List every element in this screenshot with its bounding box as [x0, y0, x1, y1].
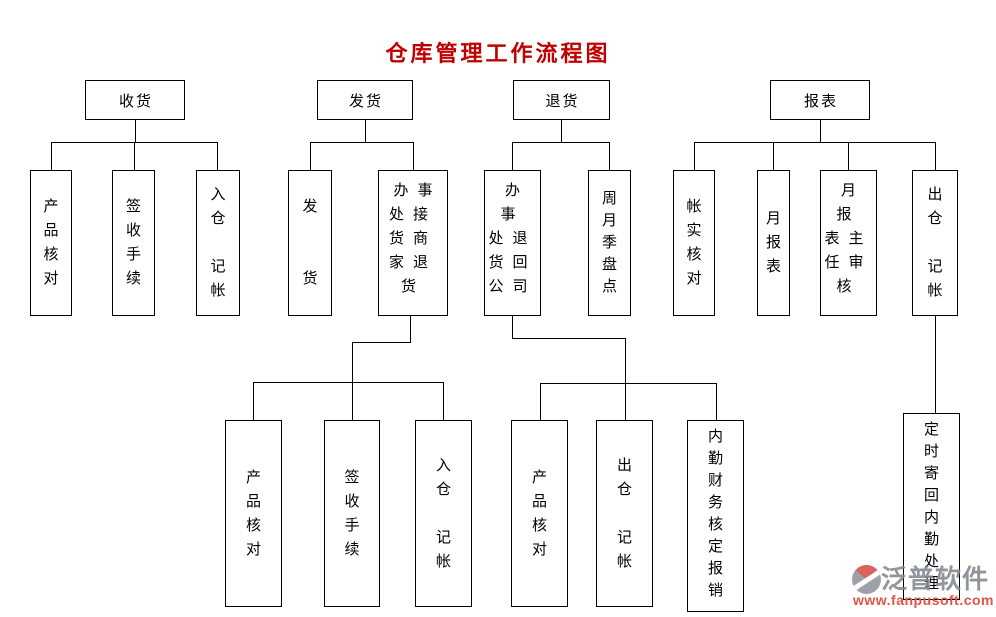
node-l3-chanpin-hedui-1: 产 品 核 对	[225, 420, 282, 607]
node-l2-rucang-jizhang-label: 入 仓 记 帐	[210, 187, 226, 299]
node-baobiao: 报表	[770, 80, 870, 120]
node-tuihuo-label: 退货	[545, 93, 580, 110]
node-l2-yuebaobiao-shenhe: 月报 表主 任审 核	[820, 170, 877, 316]
node-shouhuo: 收货	[85, 80, 185, 120]
connector-line	[935, 316, 936, 413]
watermark: 泛普软件 www.fanpusoft.com	[852, 565, 994, 615]
connector-line	[935, 142, 936, 170]
connector-line	[310, 142, 414, 143]
connector-line	[413, 142, 414, 170]
node-l3-rucang-jizhang-label: 入 仓 记 帐	[435, 457, 451, 570]
connector-line	[310, 142, 311, 170]
node-l2-fa-huo-label: 发 货	[302, 199, 318, 287]
connector-line	[443, 382, 444, 420]
fanpu-logo-icon	[852, 565, 881, 594]
node-l3-chanpin-hedui-1-label: 产 品 核 对	[245, 469, 261, 558]
node-l2-yuebaobiao-label: 月 报 表	[765, 211, 781, 275]
node-shouhuo-label: 收货	[118, 93, 153, 110]
connector-line	[352, 342, 353, 420]
node-l2-rucang-jizhang: 入 仓 记 帐	[196, 170, 240, 316]
node-l2-banshichu-tuihuo-label: 办事 处退 货回 公司	[488, 183, 537, 295]
connector-line	[135, 120, 136, 143]
node-l3-neiqin-caiwu-label: 内 勤 财 务 核 定 报 销	[707, 429, 723, 599]
node-l2-zhangshi-hedui-label: 帐 实 核 对	[686, 199, 702, 287]
node-l2-qianshou-shouxu-label: 签 收 手 续	[125, 199, 141, 287]
connector-line	[512, 316, 513, 339]
watermark-url: www.fanpusoft.com	[853, 592, 994, 608]
node-l3-dingshi-jihui-label: 定 时 寄 回 内 勤 处 理	[923, 422, 939, 592]
node-l2-qianshou-shouxu: 签 收 手 续	[112, 170, 155, 316]
node-l3-qianshou-shouxu: 签 收 手 续	[324, 420, 380, 607]
connector-line	[217, 142, 218, 170]
connector-line	[848, 142, 849, 170]
node-l2-fa-huo: 发 货	[288, 170, 332, 316]
node-l2-yuebaobiao-shenhe-label: 月报 表主 任审 核	[824, 183, 873, 295]
connector-line	[134, 142, 135, 170]
node-l3-chanpin-hedui-2: 产 品 核 对	[511, 420, 568, 607]
node-l2-banshichu-jiehuo: 办事 处接 货商 家退 货	[378, 170, 448, 316]
node-l3-qianshou-shouxu-label: 签 收 手 续	[344, 469, 360, 558]
node-l2-zhouyueji-pandian: 周 月 季 盘 点	[588, 170, 631, 316]
node-l2-zhangshi-hedui: 帐 实 核 对	[673, 170, 715, 316]
connector-line	[625, 338, 626, 420]
node-l2-zhouyueji-pandian-label: 周 月 季 盘 点	[601, 191, 617, 295]
connector-line	[253, 382, 254, 420]
node-l2-banshichu-jiehuo-label: 办事 处接 货商 家退 货	[388, 183, 442, 295]
connector-line	[352, 342, 411, 343]
connector-line	[820, 120, 821, 143]
node-l3-chucang-jizhang-label: 出 仓 记 帐	[616, 457, 632, 570]
node-l2-chanpin-hedui: 产 品 核 对	[30, 170, 72, 316]
node-l2-yuebaobiao: 月 报 表	[757, 170, 790, 316]
node-l2-chanpin-hedui-label: 产 品 核 对	[43, 199, 59, 287]
node-baobiao-label: 报表	[803, 93, 838, 110]
node-fahuo-label: 发货	[348, 93, 383, 110]
node-l3-chucang-jizhang: 出 仓 记 帐	[596, 420, 653, 607]
node-l2-banshichu-tuihuo: 办事 处退 货回 公司	[484, 170, 541, 316]
watermark-brand: 泛普软件	[881, 564, 990, 594]
node-l3-neiqin-caiwu: 内 勤 财 务 核 定 报 销	[687, 420, 744, 612]
node-l2-chucang-jizhang: 出 仓 记 帐	[912, 170, 958, 316]
connector-line	[716, 383, 717, 420]
connector-line	[694, 142, 936, 143]
connector-line	[609, 142, 610, 170]
connector-line	[253, 382, 444, 383]
node-l3-rucang-jizhang: 入 仓 记 帐	[415, 420, 472, 607]
node-tuihuo: 退货	[513, 80, 610, 120]
connector-line	[540, 383, 717, 384]
diagram-title: 仓库管理工作流程图	[385, 41, 611, 66]
connector-line	[365, 120, 366, 143]
connector-line	[512, 142, 513, 170]
connector-line	[773, 142, 774, 170]
connector-line	[51, 142, 52, 170]
node-fahuo: 发货	[317, 80, 413, 120]
connector-line	[694, 142, 695, 170]
connector-line	[561, 120, 562, 143]
node-l3-dingshi-jihui: 定 时 寄 回 内 勤 处 理	[903, 413, 960, 600]
connector-line	[512, 338, 626, 339]
connector-line	[512, 142, 610, 143]
node-l3-chanpin-hedui-2-label: 产 品 核 对	[531, 469, 547, 558]
connector-line	[540, 383, 541, 420]
connector-line	[410, 316, 411, 343]
node-l2-chucang-jizhang-label: 出 仓 记 帐	[927, 187, 943, 299]
